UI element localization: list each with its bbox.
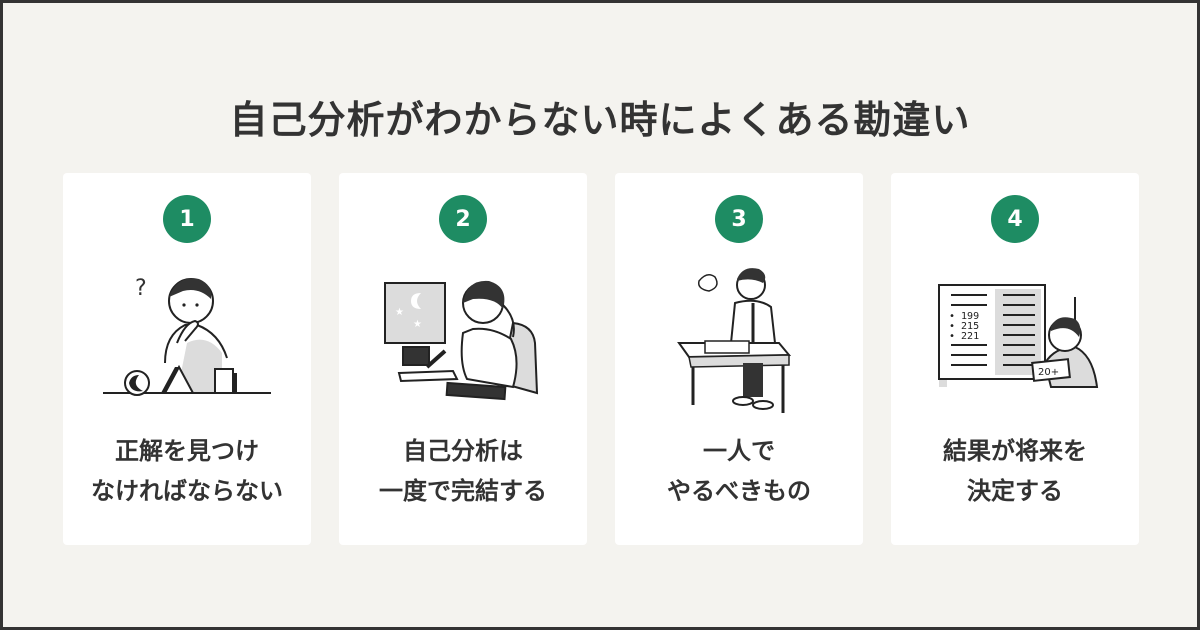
svg-text:• 221: • 221 [949, 331, 979, 342]
svg-text:20+: 20+ [1038, 367, 1059, 378]
card-caption: 自己分析は 一度で完結する [339, 431, 587, 511]
card-caption: 一人で やるべきもの [615, 431, 863, 511]
student-at-desk-icon [677, 268, 792, 413]
card-1: 1 ? 正解を見つけ なければならない [63, 173, 311, 545]
svg-text:• 199: • 199 [949, 311, 979, 322]
person-writing-at-night-icon: ★ ★ [384, 280, 539, 401]
caption-line-1: 結果が将来を [943, 437, 1087, 465]
caption-line-2: なければならない [91, 477, 283, 505]
number-badge: 2 [439, 195, 487, 243]
card-caption: 正解を見つけ なければならない [63, 431, 311, 511]
caption-line-2: やるべきもの [667, 477, 811, 505]
exam-results-board-icon: • 199 • 215 • 221 20+ [938, 284, 1099, 388]
caption-line-1: 一人で [703, 437, 775, 465]
caption-line-1: 正解を見つけ [115, 437, 259, 465]
caption-line-2: 決定する [967, 477, 1063, 505]
svg-text:• 215: • 215 [949, 321, 979, 332]
caption-line-2: 一度で完結する [379, 477, 547, 505]
card-caption: 結果が将来を 決定する [891, 431, 1139, 511]
card-4: 4 • 199 • 215 • 221 20+ [891, 173, 1139, 545]
svg-text:★: ★ [413, 319, 422, 330]
page-title: 自己分析がわからない時によくある勘違い [229, 98, 971, 142]
caption-line-1: 自己分析は [403, 437, 523, 465]
card-3: 3 一人で やるべきもの [615, 173, 863, 545]
thinking-person-shapes-icon: ? [103, 276, 271, 396]
number-badge: 1 [163, 195, 211, 243]
svg-text:★: ★ [395, 307, 404, 318]
card-2: 2 ★ ★ 自己分析は 一度で完結する [339, 173, 587, 545]
number-badge: 4 [991, 195, 1039, 243]
number-badge: 3 [715, 195, 763, 243]
svg-text:?: ? [135, 276, 147, 301]
